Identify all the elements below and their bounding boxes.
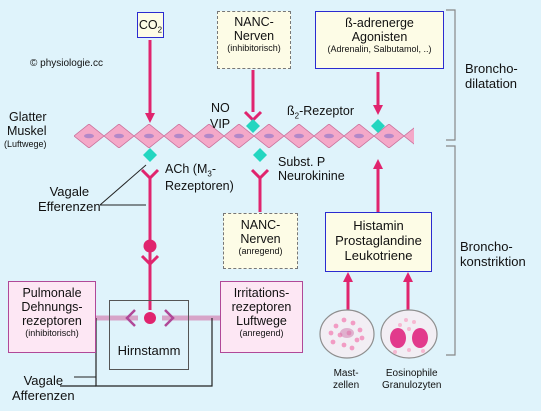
mast-cell-label: Mast- zellen [333,368,360,391]
ach-m3-label: ACh (M3- Rezeptoren) [165,162,234,193]
eosinophil-label: Eosinophile Granulozyten [382,368,442,391]
receptor-markers [143,119,385,162]
afferent-connectors [96,309,220,327]
smooth-muscle-band [74,124,414,148]
nanc-inhibitory-line1: NANC- [234,15,274,29]
beta-agonist-note: (Adrenalin, Salbutamol, ..) [327,44,432,54]
vagal-synapse-terminal [140,254,160,267]
subst-p-label: Subst. P Neurokinine [278,155,345,184]
co2-sub: 2 [157,25,163,35]
nanc-excitatory-box: NANC- Nerven (anregend) [223,213,298,269]
nanc-inhibitory-note: (inhibitorisch) [227,43,281,53]
bracket-lines [446,9,456,356]
copyright-label: © physiologie.cc [30,58,103,69]
eosinophil-image [380,309,438,359]
beta-agonist-box: ß-adrenerge Agonisten (Adrenalin, Salbut… [315,11,444,69]
vip-label: VIP [210,117,231,131]
vagal-efferent-terminal [140,168,160,181]
beta-agonist-line2: Agonisten [351,30,408,44]
bronchodilatation-label: Broncho- dilatation [465,61,518,91]
afferent-box-lines [60,318,213,387]
co2-box: CO2 [137,12,164,38]
nanc-inhibitory-line2: Nerven [233,29,275,43]
co2-main: CO [138,18,158,32]
brainstem-box: Hirnstamm [109,300,189,370]
nk-receptor [253,148,267,162]
mast-cell-image [319,309,375,359]
nanc-excitatory-terminal [250,168,270,181]
vagal-synapse-node [143,239,157,253]
beta2-receptor [371,119,385,133]
vagal-efferent-label: Vagale Efferenzen [38,184,101,214]
brainstem-label: Hirnstamm [117,343,181,358]
beta2-receptor-label: ß2-Rezeptor [287,104,354,121]
mediator-box: Histamin Prostaglandine Leukotriene [325,212,432,272]
beta-agonist-line1: ß-adrenerge [345,16,414,30]
irritant-receptor-box: Irritations- rezeptoren Luftwege (anrege… [220,281,303,353]
nanc-receptor-top [246,119,260,133]
smooth-muscle-label: Glatter Muskel (Luftwege) [4,110,47,149]
no-label: NO [211,101,230,115]
pulmonary-stretch-receptor-box: Pulmonale Dehnungs- rezeptoren (inhibito… [8,281,96,353]
bronchokonstriktion-label: Broncho- konstriktion [460,239,526,269]
nanc-inhibitory-box: NANC- Nerven (inhibitorisch) [217,11,291,69]
vagal-afferent-label: Vagale Afferenzen [12,373,75,403]
m3-receptor [143,148,157,162]
